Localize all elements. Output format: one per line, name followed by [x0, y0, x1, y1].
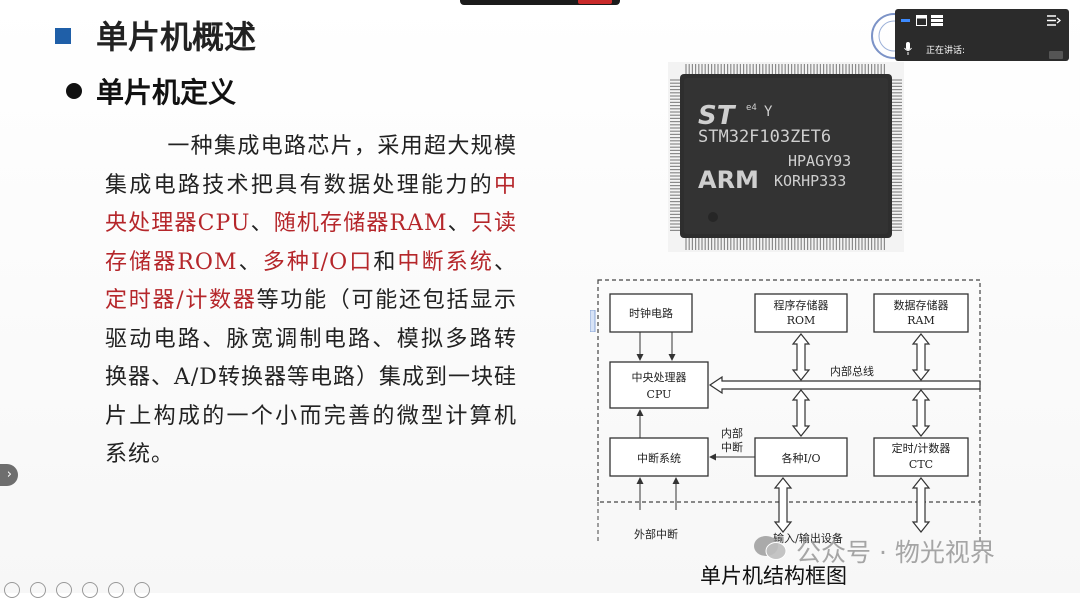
cpu-label-2: CPU — [647, 388, 672, 401]
program-memory-label-2: ROM — [787, 314, 816, 327]
internal-interrupt-label-1: 内部 — [721, 426, 743, 440]
clock-circuit-label: 时钟电路 — [629, 306, 673, 320]
chip-line3-text: KORHP333 — [774, 172, 846, 190]
watermark: 公众号 · 物光视界 — [752, 533, 995, 569]
data-memory-label-2: RAM — [907, 314, 935, 327]
external-interrupt-label: 外部中断 — [634, 527, 678, 541]
chip-model-text: STM32F103ZET6 — [698, 127, 831, 147]
end-share-button[interactable] — [578, 0, 612, 4]
subtitle-bullet-dot — [66, 83, 82, 99]
speaking-label: 正在讲话: — [926, 46, 966, 56]
paragraph-text: 、 — [447, 211, 471, 236]
zoom-icon[interactable] — [108, 582, 124, 598]
internal-bus-label: 内部总线 — [830, 364, 874, 378]
paragraph-text: 、 — [250, 211, 274, 236]
watermark-text: 公众号 · 物光视界 — [796, 538, 995, 567]
internal-interrupt-label-2: 中断 — [721, 440, 743, 454]
next-icon[interactable] — [30, 582, 46, 598]
stm32-chip-photo: ST e4 Y STM32F103ZET6 HPAGY93 ARM KORHP3… — [668, 62, 904, 252]
slide-subtitle: 单片机定义 — [96, 76, 237, 109]
mcu-block-diagram: 时钟电路 程序存储器 ROM 数据存储器 RAM 中央处理器 CPU 中断系统 … — [590, 276, 982, 546]
chip-logo-text: ST — [698, 101, 737, 131]
next-slide-arrow[interactable]: › — [0, 464, 18, 486]
highlighted-term: 定时器/计数器 — [105, 288, 257, 313]
chip-mark-text: e4 — [746, 103, 757, 113]
more-icon[interactable] — [134, 582, 150, 598]
paragraph-text: 和 — [373, 249, 398, 275]
diagram-caption: 单片机结构框图 — [700, 564, 847, 588]
program-memory-label-1: 程序存储器 — [774, 298, 829, 312]
paragraph-text: 等功能（可能还包括显示驱动电路、脉宽调制电路、模拟多路转换器、A/D转换器等电路… — [105, 288, 517, 467]
interrupt-system-label: 中断系统 — [637, 451, 681, 465]
slide-title: 单片机概述 — [96, 18, 257, 56]
pen-icon[interactable] — [56, 582, 72, 598]
highlighted-term: 多种I/O口 — [262, 249, 374, 275]
definition-paragraph: 一种集成电路芯片，采用超大规模集成电路技术把具有数据处理能力的中央处理器CPU、… — [105, 128, 517, 475]
timer-label-1: 定时/计数器 — [892, 441, 951, 455]
meeting-speaking-bar[interactable]: 正在讲话: — [895, 9, 1069, 61]
speaker-volume-indicator — [1049, 51, 1063, 59]
presenter-top-bar — [460, 0, 620, 5]
exit-icon[interactable] — [1047, 15, 1062, 26]
selection-handle — [589, 309, 596, 333]
paragraph-text: 一种集成电路芯片，采用超大规模集成电路技术把具有数据处理能力的 — [105, 134, 517, 198]
minimize-icon[interactable] — [901, 19, 910, 22]
paragraph-text: 、 — [237, 249, 263, 275]
chip-line2-text: HPAGY93 — [788, 152, 851, 170]
highlighted-term: 只读存储器ROM — [105, 211, 517, 275]
chip-y-text: Y — [764, 104, 773, 120]
presentation-toolbar — [0, 579, 160, 598]
microphone-icon[interactable] — [904, 42, 912, 55]
highlighted-term: 中央处理器CPU — [105, 172, 517, 237]
grid-icon[interactable] — [82, 582, 98, 598]
io-device-label: 输入/输出设备 — [773, 531, 843, 545]
timer-label-2: CTC — [909, 458, 933, 471]
data-memory-label-1: 数据存储器 — [894, 298, 949, 312]
title-bullet-square — [55, 28, 71, 44]
window-icon[interactable] — [916, 15, 927, 26]
cpu-label-1: 中央处理器 — [632, 371, 687, 384]
list-icon[interactable] — [931, 15, 943, 26]
prev-icon[interactable] — [4, 582, 20, 598]
paragraph-text: 、 — [493, 249, 517, 275]
wechat-icon — [752, 534, 788, 568]
chip-brand-text: ARM — [698, 166, 759, 194]
io-label: 各种I/O — [781, 451, 820, 465]
highlighted-term: 随机存储器RAM — [273, 211, 448, 236]
highlighted-term: 中断系统 — [397, 249, 494, 275]
